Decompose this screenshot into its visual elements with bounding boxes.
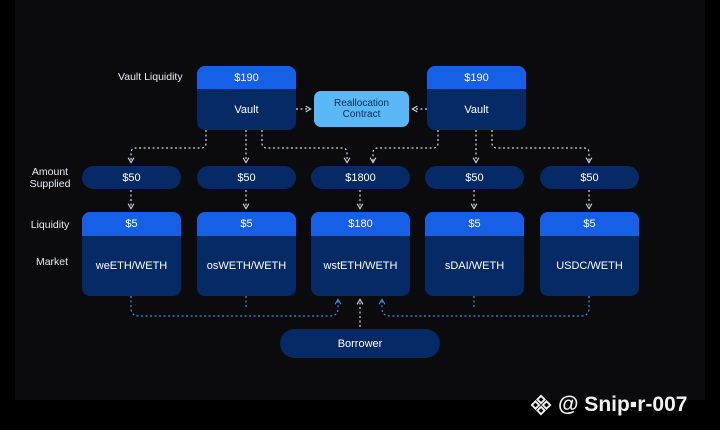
supplied-market-3: $1800	[311, 166, 410, 189]
reallocation-contract: Reallocation Contract	[314, 91, 409, 127]
market-5-name: USDC/WETH	[556, 260, 623, 272]
watermark: @ Snip▪r-007	[530, 392, 687, 418]
borrow-line-left	[130, 296, 342, 317]
arrow-vault-right-to-market-5	[491, 130, 593, 164]
supplied-market-1: $50	[82, 166, 181, 189]
vault-right-liquidity: $190	[427, 66, 526, 89]
binance-diamond-icon	[530, 394, 552, 416]
market-4-name: sDAI/WETH	[444, 260, 505, 272]
vault-left-liquidity: $190	[197, 66, 296, 89]
borrower-node: Borrower	[280, 329, 440, 358]
watermark-text: @ Snip▪r-007	[558, 393, 688, 416]
reallocation-line1: Reallocation	[333, 98, 390, 109]
label-amount-supplied-line1: Amount	[31, 166, 69, 178]
label-market: Market	[35, 256, 69, 268]
market-4-liquidity: $5	[425, 212, 524, 236]
arrow-vault-right-to-market-3	[369, 130, 439, 164]
supplied-market-5: $50	[540, 166, 639, 189]
market-sdai-weth: $5 sDAI/WETH	[425, 212, 524, 296]
arrow-vault-left-to-market-3	[261, 130, 351, 164]
reallocation-line2: Contract	[342, 109, 381, 120]
label-vault-liquidity: Vault Liquidity	[118, 71, 183, 83]
label-liquidity: Liquidity	[30, 219, 70, 231]
vault-left: $190 Vault	[197, 66, 296, 130]
label-amount-supplied-line2: Supplied	[29, 178, 71, 190]
market-3-name: wstETH/WETH	[323, 260, 398, 272]
market-osweth-weth: $5 osWETH/WETH	[197, 212, 296, 296]
supplied-market-2: $50	[197, 166, 296, 189]
vault-left-name: Vault	[234, 103, 259, 116]
market-1-name: weETH/WETH	[95, 260, 168, 272]
vault-right: $190 Vault	[427, 66, 526, 130]
market-weeth-weth: $5 weETH/WETH	[82, 212, 181, 296]
market-usdc-weth: $5 USDC/WETH	[540, 212, 639, 296]
market-1-liquidity: $5	[82, 212, 181, 236]
market-5-liquidity: $5	[540, 212, 639, 236]
label-amount-supplied: Amount Supplied	[28, 166, 72, 190]
supplied-market-4: $50	[425, 166, 524, 189]
vault-right-name: Vault	[464, 103, 489, 116]
market-2-liquidity: $5	[197, 212, 296, 236]
market-3-liquidity: $180	[311, 212, 410, 236]
market-2-name: osWETH/WETH	[206, 260, 287, 272]
arrow-vault-left-to-market-1	[127, 130, 207, 164]
market-wsteth-weth: $180 wstETH/WETH	[311, 212, 410, 296]
borrow-line-right	[378, 296, 590, 317]
